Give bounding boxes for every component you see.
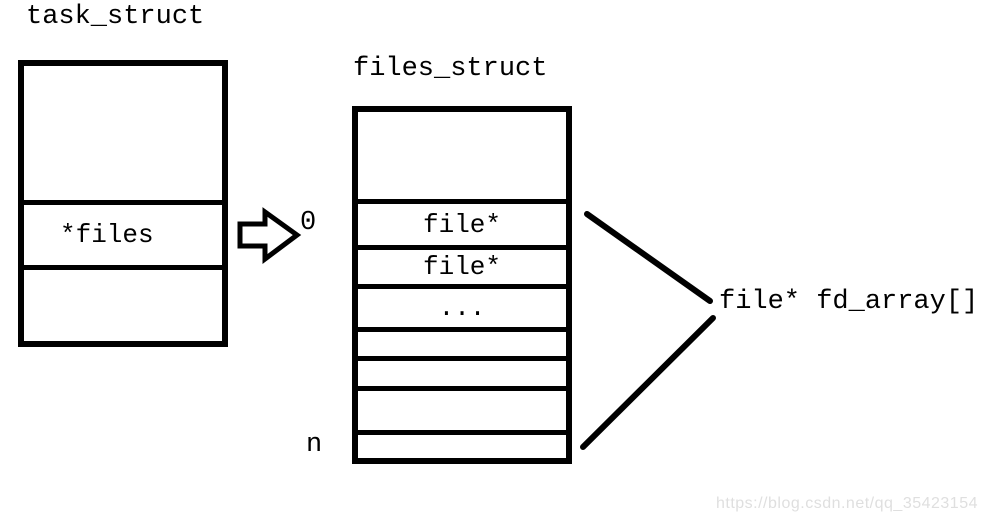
fd-table-row <box>358 435 566 458</box>
fd-table-row <box>358 391 566 435</box>
files-struct-box: file* file* ... <box>352 106 572 464</box>
fd-table-row: file* <box>358 250 566 289</box>
fd-array-connector-bottom <box>580 315 716 450</box>
fd-array-connector-top <box>584 211 713 304</box>
files-struct-title: files_struct <box>353 54 548 84</box>
fd-table-row <box>358 361 566 391</box>
fd-table-row <box>358 332 566 361</box>
task-struct-cell-top <box>24 66 222 205</box>
files-pointer-label: *files <box>60 220 154 250</box>
fd-table-row: file* <box>358 204 566 250</box>
fd-array-label: file* fd_array[] <box>719 287 979 317</box>
task-struct-box: *files <box>18 60 228 347</box>
task-struct-cell-bottom <box>24 270 222 341</box>
task-struct-cell-files: *files <box>24 205 222 270</box>
fd-table-row <box>358 112 566 204</box>
block-arrow-right-icon <box>237 207 302 264</box>
watermark: https://blog.csdn.net/qq_35423154 <box>715 495 978 512</box>
task-struct-title: task_struct <box>26 2 205 32</box>
index-zero-label: 0 <box>300 208 317 238</box>
fd-table-row: ... <box>358 289 566 332</box>
index-n-label: n <box>306 430 323 460</box>
